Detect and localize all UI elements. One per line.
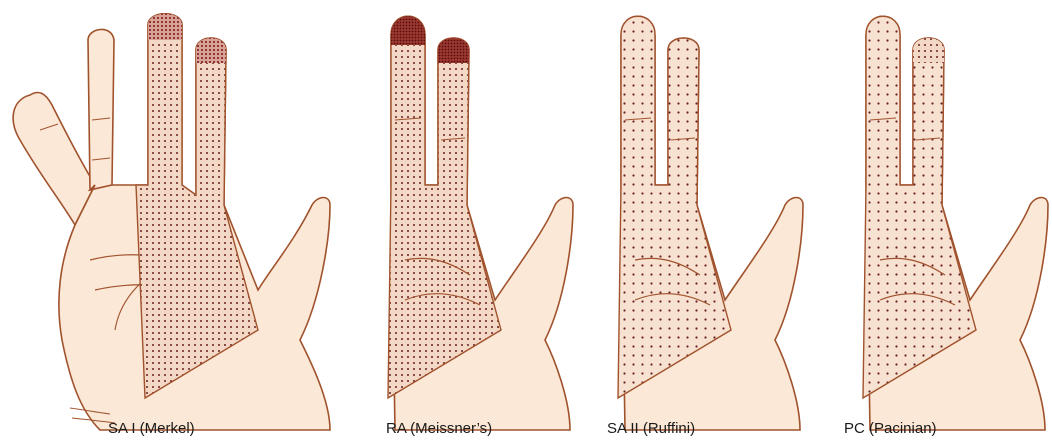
panel-sa2-ruffini: SA II (Ruffini) [607, 16, 803, 437]
panel-pc-pacinian: PC (Pacinian) [844, 16, 1048, 437]
receptor-region [136, 14, 258, 398]
panel-label: PC (Pacinian) [844, 420, 937, 437]
panel-ra-meissner: RA (Meissner’s) [386, 16, 573, 437]
panel-label: SA II (Ruffini) [607, 420, 695, 437]
receptor-region [618, 16, 731, 398]
panel-sa1-merkel: SA I (Merkel) [13, 14, 330, 437]
panel-label: SA I (Merkel) [108, 420, 195, 437]
fingertip-density [196, 38, 226, 63]
fingertip-density [148, 14, 182, 40]
fingertip-density [913, 38, 944, 63]
fingertip-density [438, 38, 469, 63]
receptor-region [388, 16, 501, 398]
panel-label: RA (Meissner’s) [386, 420, 492, 437]
receptor-region [863, 16, 976, 398]
